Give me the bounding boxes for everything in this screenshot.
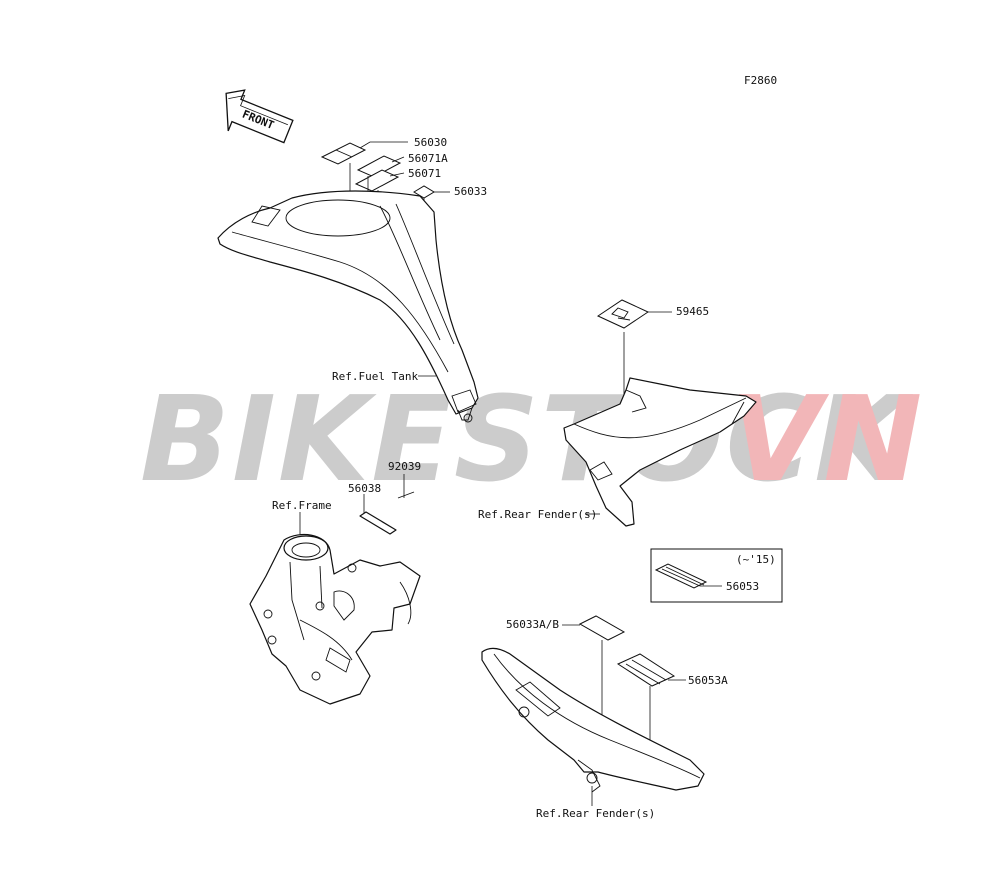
frame bbox=[249, 533, 421, 705]
figure-code: F2860 bbox=[744, 74, 777, 87]
part-92039 bbox=[397, 491, 415, 499]
decal-56053 bbox=[654, 563, 708, 589]
rear-fender-upper bbox=[563, 377, 757, 527]
label-56071a: 56071A bbox=[408, 152, 448, 165]
decal-56033ab bbox=[578, 615, 626, 641]
watermark: BIKESTOCK VN bbox=[140, 370, 924, 508]
label-56053: 56053 bbox=[726, 580, 759, 593]
label-model-note: (~'15) bbox=[736, 553, 776, 566]
model-note-box: (~'15) 56053 bbox=[650, 548, 783, 603]
label-56053a: 56053A bbox=[688, 674, 728, 687]
label-59465: 59465 bbox=[676, 305, 709, 318]
label-56033: 56033 bbox=[454, 185, 487, 198]
watermark-text-red: VN bbox=[730, 370, 924, 508]
watermark-text-gray: BIKESTOCK bbox=[140, 370, 913, 508]
label-56071: 56071 bbox=[408, 167, 441, 180]
front-arrow-icon: FRONT bbox=[225, 89, 294, 144]
decal-56071a bbox=[356, 155, 402, 178]
label-ref-rear-fender-2: Ref.Rear Fender(s) bbox=[536, 807, 655, 820]
rear-fender-lower bbox=[481, 647, 705, 793]
label-56038: 56038 bbox=[348, 482, 381, 495]
fuel-tank bbox=[217, 190, 479, 423]
label-56033ab: 56033A/B bbox=[506, 618, 559, 631]
part-56038 bbox=[359, 511, 397, 535]
decal-56071 bbox=[354, 169, 400, 192]
decal-56053a bbox=[616, 653, 676, 687]
label-92039: 92039 bbox=[388, 460, 421, 473]
decal-56030 bbox=[320, 142, 367, 165]
label-56030: 56030 bbox=[414, 136, 447, 149]
label-ref-rear-fender-1: Ref.Rear Fender(s) bbox=[478, 508, 597, 521]
label-ref-frame: Ref.Frame bbox=[272, 499, 332, 512]
label-ref-fuel-tank: Ref.Fuel Tank bbox=[332, 370, 418, 383]
decal-59465 bbox=[596, 299, 650, 329]
